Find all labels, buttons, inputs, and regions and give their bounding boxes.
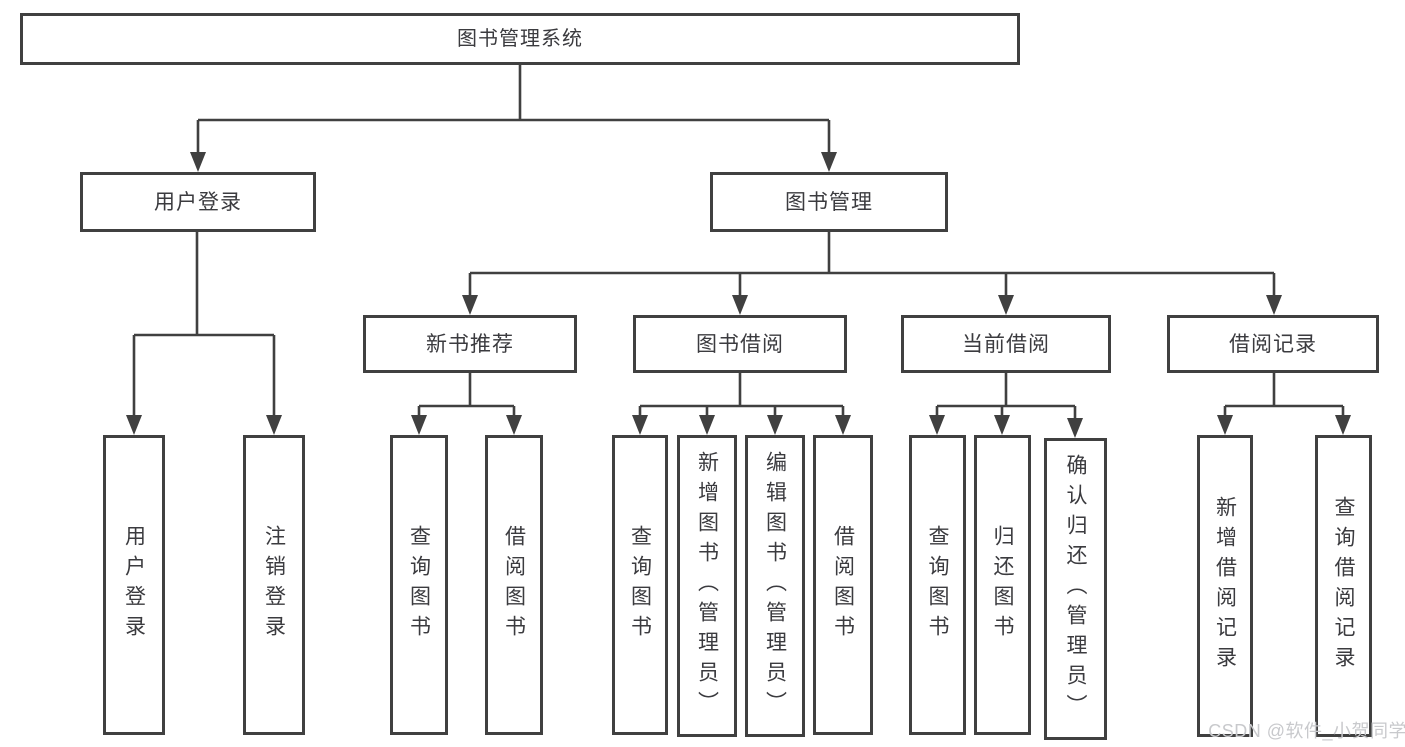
node-user-login: 用户登录: [80, 172, 316, 232]
leaf-cb-confirm-return-admin: 确认归还（管理员）: [1044, 438, 1107, 740]
leaf-logout: 注销登录: [243, 435, 305, 735]
node-new-book-recommend: 新书推荐: [363, 315, 577, 373]
node-borrow-record: 借阅记录: [1167, 315, 1379, 373]
arrowhead-icons: [126, 152, 1351, 438]
leaf-nbr-query-book: 查询图书: [390, 435, 448, 735]
leaf-nbr-borrow-book: 借阅图书: [485, 435, 543, 735]
leaf-cb-return-book: 归还图书: [974, 435, 1031, 735]
node-book-management: 图书管理: [710, 172, 948, 232]
node-current-borrow: 当前借阅: [901, 315, 1111, 373]
leaf-cb-query-book: 查询图书: [909, 435, 966, 735]
leaf-bb-borrow-book: 借阅图书: [813, 435, 873, 735]
leaf-user-login: 用户登录: [103, 435, 165, 735]
leaf-bb-query-book: 查询图书: [612, 435, 668, 735]
node-library-management-system: 图书管理系统: [20, 13, 1020, 65]
leaf-br-add-record: 新增借阅记录: [1197, 435, 1253, 737]
leaf-br-query-record: 查询借阅记录: [1315, 435, 1372, 737]
node-book-borrow: 图书借阅: [633, 315, 847, 373]
watermark: CSDN @软件_小贺同学: [1208, 721, 1405, 741]
leaf-bb-add-book-admin: 新增图书（管理员）: [677, 435, 737, 737]
leaf-bb-edit-book-admin: 编辑图书（管理员）: [745, 435, 805, 737]
